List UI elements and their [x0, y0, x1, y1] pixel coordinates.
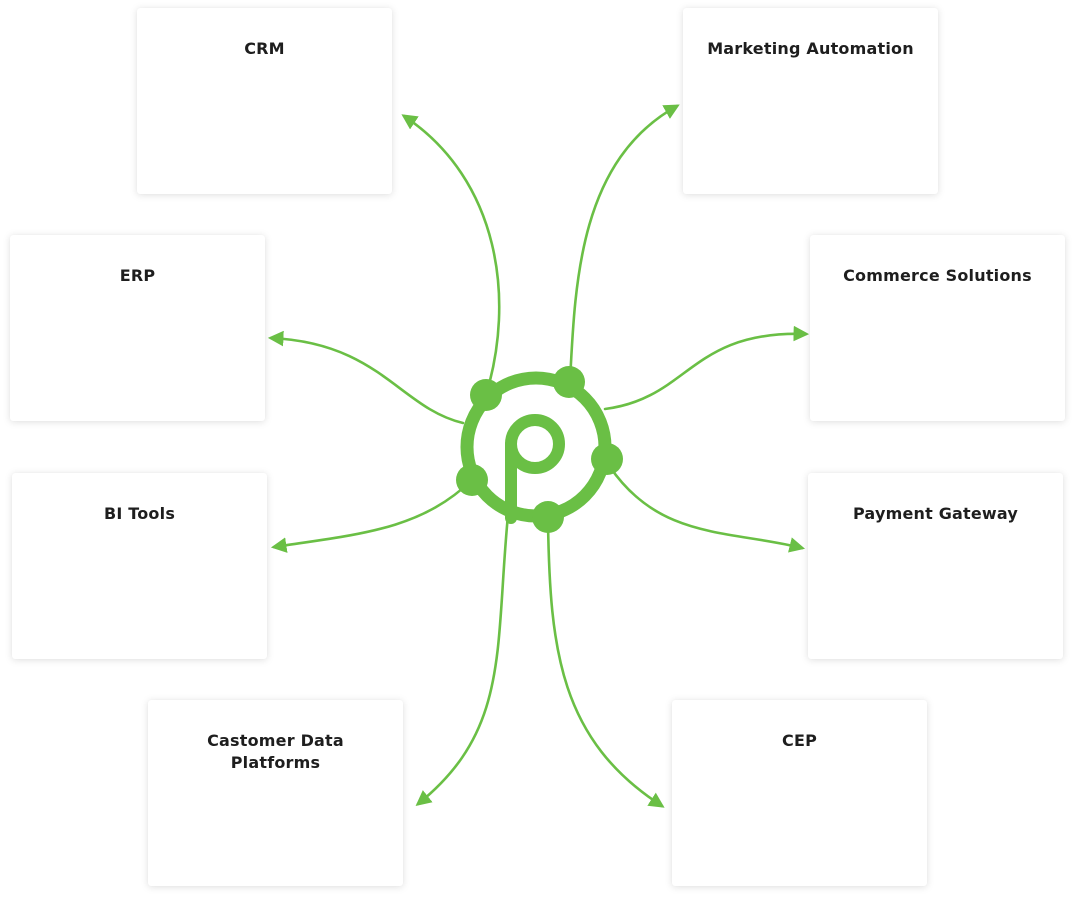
commerce-solutions-card: Commerce Solutions [810, 235, 1065, 421]
customer-data-platforms-label: Castomer Data Platforms [207, 731, 344, 772]
marketing-automation-card: Marketing Automation [683, 8, 938, 194]
payment-gateway-label: Payment Gateway [852, 504, 1019, 523]
arrow-to-erp [267, 330, 465, 425]
customer-data-platforms-card: Castomer Data Platforms [148, 700, 403, 886]
arrow-to-cep [546, 520, 665, 808]
bi-tools-card: BI Tools [12, 473, 267, 659]
cep-label: CEP [782, 731, 817, 750]
arrow-to-bi [270, 478, 474, 553]
arrow-to-commerce [603, 325, 810, 411]
logo-node-right [591, 443, 623, 475]
logo-node-left [456, 464, 488, 496]
arrow-to-cdp [415, 513, 510, 806]
bi-tools-label: BI Tools [103, 504, 176, 523]
payment-gateway-card: Payment Gateway [808, 473, 1063, 659]
crm-label: CRM [244, 39, 285, 58]
erp-card: ERP [10, 235, 265, 421]
erp-label: ERP [119, 266, 156, 285]
commerce-solutions-label: Commerce Solutions [843, 266, 1032, 285]
logo-node-top-left [470, 379, 502, 411]
logo-node-top-right [553, 366, 585, 398]
platform-logo-icon [456, 366, 623, 533]
arrow-to-marketing [568, 104, 680, 384]
arrow-to-payment [608, 465, 806, 553]
arrow-to-crm [401, 114, 501, 397]
marketing-automation-label: Marketing Automation [707, 39, 914, 58]
cep-card: CEP [672, 700, 927, 886]
crm-card: CRM [137, 8, 392, 194]
logo-node-bottom [532, 501, 564, 533]
